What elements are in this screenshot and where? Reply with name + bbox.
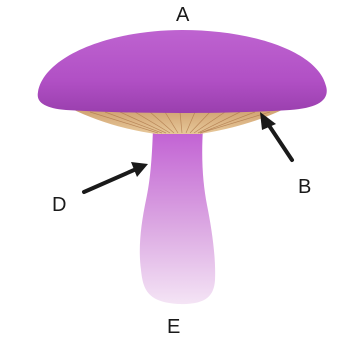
mushroom-cap [38,30,327,113]
label-e: E [167,316,180,339]
label-a: A [176,4,189,27]
arrow-b [260,112,292,160]
label-d: D [52,194,66,217]
mushroom-stem [140,128,215,304]
label-b: B [298,176,311,199]
arrow-d [84,162,148,192]
